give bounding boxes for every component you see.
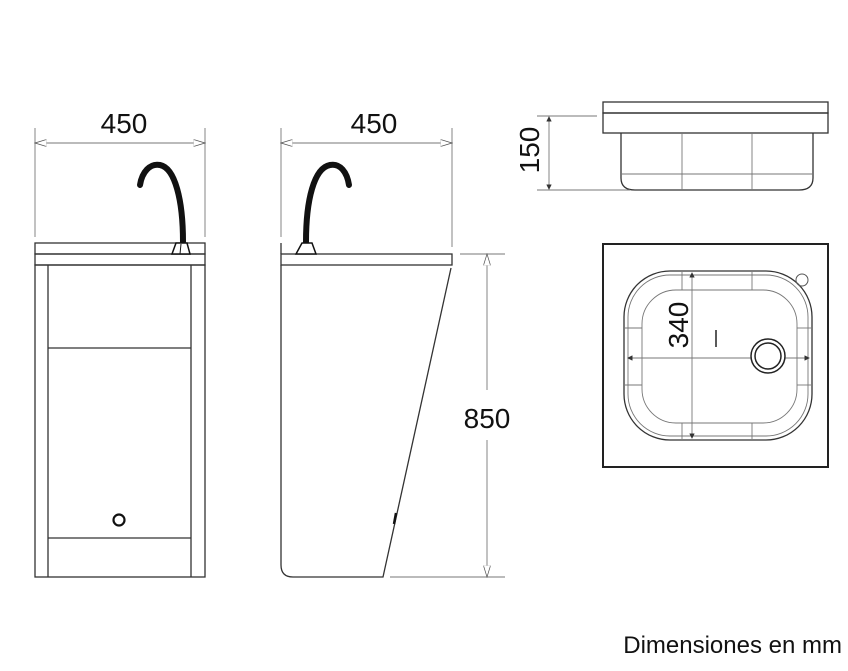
side-view: 450 850 [281,108,510,577]
sink-plan-view: 340 [602,243,829,468]
faucet-icon [137,161,191,255]
height-label: 850 [464,403,511,434]
bowl-depth-label: 150 [514,127,545,174]
units-note: Dimensiones en mm [623,632,842,659]
tap-hole-icon [795,273,809,287]
front-view: 450 [35,108,205,578]
drain-icon [750,338,786,374]
push-button-icon [112,513,126,527]
faucet-icon [294,161,352,255]
sink-section-view: 150 [514,101,829,191]
side-depth-label: 450 [351,108,398,139]
bowl-diameter-label: 340 [663,302,694,349]
front-width-label: 450 [101,108,148,139]
